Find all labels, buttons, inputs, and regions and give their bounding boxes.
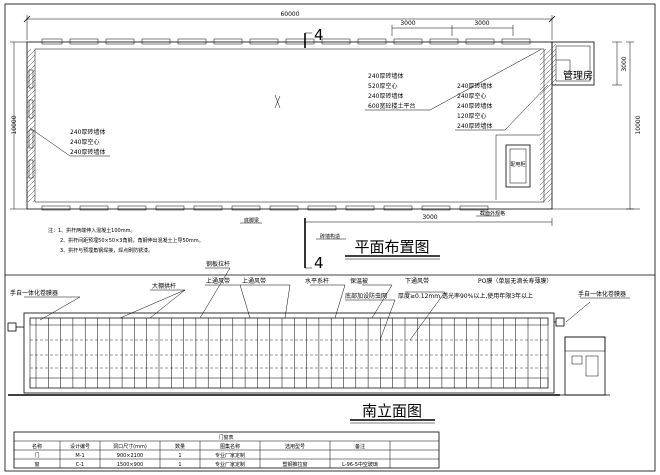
plan-view: 60000 3000 3000 <box>10 11 642 272</box>
left-wall-annotations: 240厚砖墙体 240厚空心 240厚砖墙体 <box>29 127 110 157</box>
label-insulation: 保温被 <box>350 277 368 285</box>
table-title: 门窗表 <box>218 434 233 441</box>
table-cell: 专业厂家定制 <box>215 461 245 468</box>
bottom-label-b: 截面外规格 <box>480 210 505 217</box>
label-po-film: PO膜（单层无滴长寿薄膜） <box>478 277 552 285</box>
label-bottom-net: 底部加设防虫网 <box>345 292 387 300</box>
bottom-label-a: 底脚梁 <box>244 217 259 224</box>
table-cell: 专业厂家定制 <box>215 452 245 459</box>
elevation-title: 南立面图 <box>362 402 422 420</box>
label-upper-vent-a: 上通风带 <box>206 277 230 285</box>
table-cell: 900×2100 <box>117 453 143 459</box>
plan-note-2: 2、拱杆间距预埋50×50×3角钢，角钢伸出混凝土上导50mm。 <box>60 237 204 244</box>
label-purlin: 钢板拉杆 <box>206 260 230 268</box>
right-roller-box <box>555 317 565 327</box>
label-arch-rod: 大棚拱杆 <box>152 282 176 290</box>
bottom-label-c: 砖墙构造 <box>320 233 340 240</box>
table-cell: L-96-5中空玻璃 <box>342 461 378 468</box>
equipment-box <box>505 144 531 188</box>
right-room-layer-1: 240厚砖墙体 <box>457 82 492 90</box>
dim-left-main: 10000 <box>11 115 18 134</box>
table-cell: 选用型号 <box>285 443 305 450</box>
section-mark-top: 4 <box>314 26 324 44</box>
table-cell: 窗 <box>34 461 39 468</box>
elevation-body <box>23 312 555 394</box>
door-window-table: 门窗表 名称 设计编号 洞口尺寸(mm) 数量 图集名称 选用型号 备注门 M-1 900×21… <box>13 431 440 469</box>
table-cell: M-1 <box>75 453 84 459</box>
dim-top-segment-1: 3000 <box>400 20 415 27</box>
right-room-layer-5: 240厚砖墙体 <box>457 122 492 130</box>
table-cell: 门 <box>34 452 39 459</box>
label-lower-vent: 下通风带 <box>405 277 429 285</box>
plan-note-1: 注：1、拱杆两端伸入混凝土100mm。 <box>48 227 135 234</box>
right-wall-layer-1: 240厚砖墙体 <box>368 72 403 80</box>
label-horizontal-rod: 水平系杆 <box>305 277 329 285</box>
right-room-layer-2: 240厚空心 <box>457 92 486 100</box>
table-cell: 塑钢推拉窗 <box>282 461 307 468</box>
right-room-annotations: 240厚砖墙体 240厚空心 240厚砖墙体 120厚空心 240厚砖墙体 <box>455 82 549 131</box>
dim-right-top: 3000 <box>621 56 628 71</box>
label-left-rolling-machine: 手自一体化卷膜器 <box>10 289 58 297</box>
left-wall-layer-2: 240厚空心 <box>70 138 99 146</box>
table-cell: 洞口尺寸(mm) <box>113 443 147 450</box>
table-cell: 1 <box>178 462 181 468</box>
table-cell: 备注 <box>355 443 365 450</box>
left-wall-layer-1: 240厚砖墙体 <box>70 128 105 136</box>
right-room-layer-4: 120厚空心 <box>457 112 486 120</box>
table-cell: 1 <box>178 453 181 459</box>
table-cell: 1500×900 <box>117 462 143 468</box>
right-wall-layer-4: 600宽砼楼土平台 <box>368 102 415 110</box>
right-wall-layer-3: 240厚砖墙体 <box>368 92 403 100</box>
label-upper-vent-b: 上通风带 <box>242 277 266 285</box>
dim-right-main: 10000 <box>635 115 642 134</box>
table-cell: 名称 <box>32 443 42 450</box>
equipment-label: 配电柜 <box>510 161 525 168</box>
right-room-layer-3: 240厚砖墙体 <box>457 102 492 110</box>
drawing-frame <box>4 3 656 472</box>
left-roller-box <box>7 322 17 332</box>
manager-room-label: 管理房 <box>563 69 593 82</box>
dim-top-segment-2: 3000 <box>474 20 489 27</box>
right-wall-annotations: 240厚砖墙体 520厚空心 240厚砖墙体 600宽砼楼土平台 <box>365 49 541 111</box>
left-wall-layer-3: 240厚砖墙体 <box>70 148 105 156</box>
table-cell: 图集名称 <box>220 443 240 450</box>
plan-note-3: 3、拱杆与预埋角钢焊接，焊点刷防锈漆。 <box>60 247 153 254</box>
section-mark-bottom: 4 <box>314 254 324 272</box>
table-cell: 设计编号 <box>70 443 90 450</box>
dim-bottom: 3000 <box>422 214 437 221</box>
south-elevation: 手自一体化卷膜器 大棚拱杆 钢板拉杆 上通风带 上通风带 水平系杆 保温被 下通… <box>7 260 630 424</box>
plan-title: 平面布置图 <box>354 238 429 256</box>
right-wall-layer-2: 520厚空心 <box>368 82 397 90</box>
table-cell: 数量 <box>175 443 185 450</box>
table-cell: C-1 <box>76 462 84 468</box>
elevation-manager-room <box>564 336 606 396</box>
label-right-rolling-machine: 手自一体化卷膜器 <box>578 290 626 298</box>
dim-total-width: 60000 <box>280 11 299 18</box>
label-film-spec: 厚度≥0.12mm,透光率90%以上,使用年限3年以上 <box>398 292 533 300</box>
